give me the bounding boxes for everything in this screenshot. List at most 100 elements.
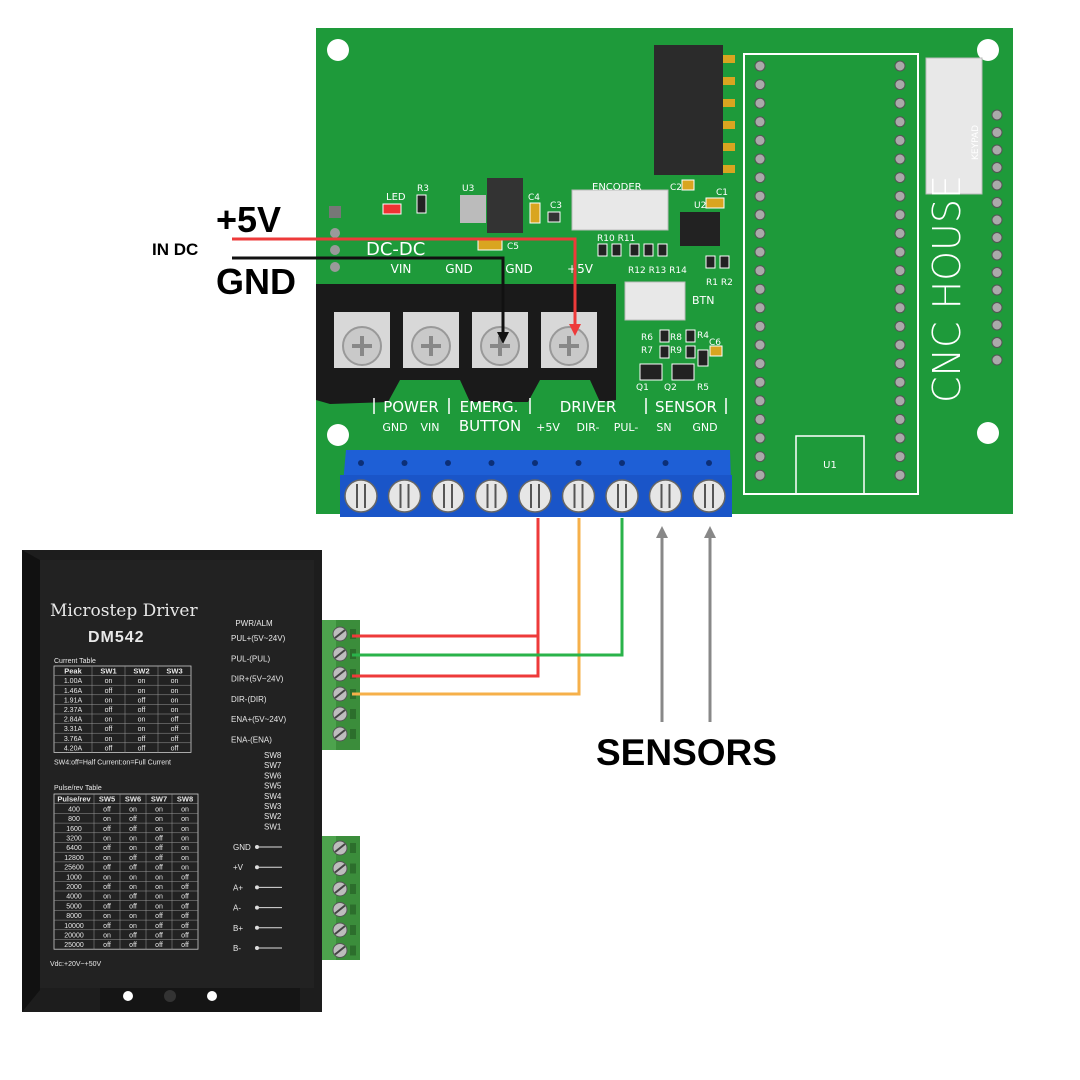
c1-label: C1 xyxy=(716,188,728,198)
pin-label-gnd: GND xyxy=(382,421,407,434)
r9-label: R9 xyxy=(670,346,682,356)
r6-label: R6 xyxy=(641,333,653,343)
brand-label: CNC HOUSE xyxy=(925,175,969,403)
btn-connector xyxy=(624,281,686,321)
module-pad xyxy=(754,358,766,370)
r1-r2-label: R1 R2 xyxy=(706,278,733,288)
module-pad xyxy=(754,190,766,202)
group-driver: DRIVER xyxy=(560,398,617,416)
barrier-terminal-block xyxy=(316,284,616,404)
mount-hole xyxy=(327,424,349,446)
c1-capacitor xyxy=(705,197,725,209)
driver-switch-label: SW2 xyxy=(264,812,282,821)
table-header: SW6 xyxy=(125,795,141,804)
green-terminal-screw xyxy=(332,861,356,876)
table-cell: off xyxy=(103,845,111,852)
table-header: SW1 xyxy=(100,667,116,676)
edge-pad xyxy=(991,179,1003,191)
table-cell: off xyxy=(103,923,111,930)
pin-label-sn: SN xyxy=(656,421,671,434)
wire-plus5v xyxy=(232,237,581,336)
table-cell: 3.31A xyxy=(64,726,83,733)
module-pad xyxy=(754,432,766,444)
terminal-screw xyxy=(342,326,382,366)
r3-label: R3 xyxy=(417,184,429,194)
table-cell: off xyxy=(155,923,163,930)
module-pad xyxy=(754,283,766,295)
table-header: SW3 xyxy=(166,667,182,676)
table-cell: off xyxy=(155,845,163,852)
keypad-connector xyxy=(925,57,983,195)
encoder-connector xyxy=(571,189,669,231)
mount-hole xyxy=(977,39,999,61)
table-cell: on xyxy=(105,697,113,704)
r12-r14-label: R12 R13 R14 xyxy=(628,266,687,276)
table-cell: on xyxy=(138,726,146,733)
annotation-plus5v: +5V xyxy=(216,199,281,240)
blue-terminal-screw xyxy=(648,460,683,513)
table-cell: off xyxy=(103,884,111,891)
table-cell: on xyxy=(129,874,137,881)
module-pad xyxy=(754,60,766,72)
table-cell: 1.00A xyxy=(64,678,83,685)
c3-capacitor xyxy=(547,211,561,223)
driver-switch-label: SW4 xyxy=(264,792,282,801)
group-brackets xyxy=(373,398,727,414)
module-pad xyxy=(754,116,766,128)
driver-switch-label: SW6 xyxy=(264,771,282,780)
module-pad xyxy=(894,283,906,295)
table-cell: off xyxy=(138,707,146,714)
c5-label: C5 xyxy=(507,242,519,252)
module-pad xyxy=(754,376,766,388)
edge-pad xyxy=(991,144,1003,156)
module-pad xyxy=(754,302,766,314)
driver-power-label: B- xyxy=(233,944,241,953)
table-title: Current Table xyxy=(54,658,96,665)
table-cell: 6400 xyxy=(66,845,82,852)
table-header: SW5 xyxy=(99,795,115,804)
terminal-screw xyxy=(411,326,451,366)
wire-dir xyxy=(352,518,581,696)
table-cell: on xyxy=(129,836,137,843)
module-pad xyxy=(894,190,906,202)
pad xyxy=(330,228,340,238)
q1-label: Q1 xyxy=(636,383,649,393)
table-cell: 2000 xyxy=(66,884,82,891)
group-emerg: EMERG. xyxy=(460,398,519,416)
table-cell: off xyxy=(105,688,113,695)
table-cell: on xyxy=(155,903,163,910)
annotation-sensors: SENSORS xyxy=(596,732,777,773)
table-cell: on xyxy=(103,933,111,940)
table-cell: off xyxy=(155,865,163,872)
blue-terminal-screw xyxy=(561,460,596,513)
table-cell: on xyxy=(155,894,163,901)
pwr-alm-label: PWR/ALM xyxy=(235,619,273,628)
table-cell: 5000 xyxy=(66,903,82,910)
blue-terminal-screw xyxy=(692,460,726,513)
table-cell: on xyxy=(103,836,111,843)
table-cell: 400 xyxy=(68,806,80,813)
edge-pad xyxy=(991,109,1003,121)
green-terminal-screw xyxy=(332,840,356,856)
module-pad xyxy=(754,339,766,351)
table-cell: on xyxy=(181,836,189,843)
table-cell: on xyxy=(129,923,137,930)
u2-chip xyxy=(680,212,720,246)
module-pad xyxy=(754,153,766,165)
green-terminal-screw xyxy=(332,626,356,642)
table-cell: 3.76A xyxy=(64,736,83,743)
driver-model: DM542 xyxy=(88,629,145,646)
table-header: Pulse/rev xyxy=(57,795,91,804)
led-label: LED xyxy=(386,192,406,203)
r4-label: R4 xyxy=(697,331,709,341)
module-pad xyxy=(894,395,906,407)
table-cell: on xyxy=(129,884,137,891)
pin-label-pul: PUL- xyxy=(614,421,639,434)
driver-switch-label: SW8 xyxy=(264,751,282,760)
module-pads xyxy=(754,60,906,481)
table-note: SW4:off=Half Current:on=Full Current xyxy=(54,759,171,766)
table-cell: off xyxy=(103,826,111,833)
driver-switch-label: SW3 xyxy=(264,802,282,811)
driver-face xyxy=(32,560,314,988)
c2-label: C2 xyxy=(670,183,682,193)
